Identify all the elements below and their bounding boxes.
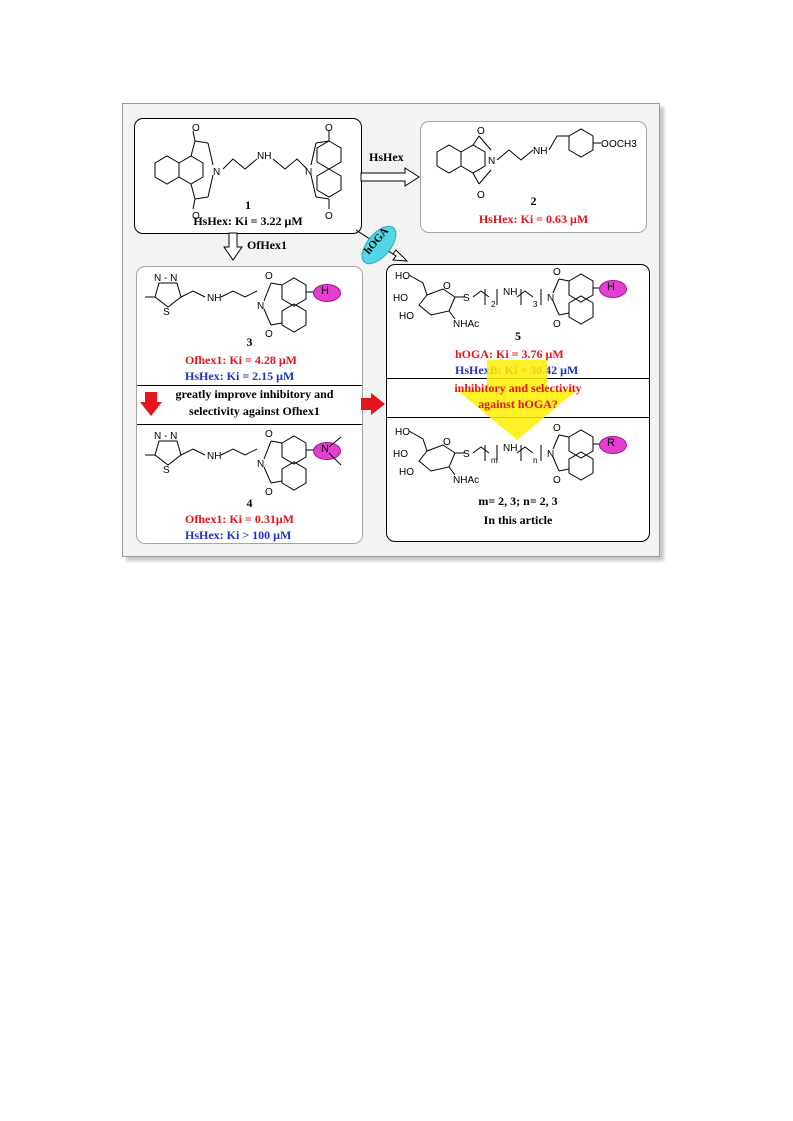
svg-text:O: O bbox=[601, 139, 609, 150]
svg-text:m: m bbox=[491, 456, 498, 465]
svg-text:N - N: N - N bbox=[154, 431, 177, 442]
compound-2-activity: HsHex: Ki = 0.63 μM bbox=[478, 212, 589, 226]
svg-text:O: O bbox=[553, 267, 561, 278]
svg-text:O: O bbox=[443, 281, 451, 292]
svg-text:S: S bbox=[163, 465, 170, 476]
svg-text:O: O bbox=[265, 487, 273, 498]
svg-text:N: N bbox=[488, 156, 495, 167]
svg-text:NH: NH bbox=[503, 287, 517, 298]
svg-text:O: O bbox=[325, 123, 333, 134]
svg-text:HO: HO bbox=[399, 311, 414, 322]
compound-2-structure: O O N NH O OCH3 bbox=[436, 126, 637, 201]
arrow-to-compound-3-label: OfHex1 bbox=[247, 238, 287, 252]
svg-text:O: O bbox=[265, 271, 273, 282]
svg-text:N - N: N - N bbox=[154, 273, 177, 284]
arrow-to-compound-3 bbox=[223, 232, 243, 261]
improve-statement-line1: greatly improve inhibitory and bbox=[175, 387, 334, 401]
compound-3-activity-hshex: HsHex: Ki = 2.15 μM bbox=[185, 369, 295, 383]
svg-text:HO: HO bbox=[393, 293, 408, 304]
compound-5-number: 5 bbox=[515, 329, 521, 343]
svg-text:NH: NH bbox=[207, 451, 221, 462]
svg-text:HO: HO bbox=[399, 467, 414, 478]
svg-text:N: N bbox=[257, 459, 264, 470]
compound-2-number: 2 bbox=[530, 194, 537, 208]
compound-2-box: O O N NH O OCH3 2 HsHex: Ki = 0.63 μM bbox=[420, 121, 647, 233]
svg-text:S: S bbox=[463, 293, 470, 304]
target-structure: HO HO HO O S NHAc m NH n N O O bbox=[393, 423, 601, 486]
target-range: m= 2, 3; n= 2, 3 bbox=[478, 494, 558, 508]
target-r-badge-label: R bbox=[607, 437, 615, 449]
scheme-frame: O O N NH N O O 1 HsHex: Ki = 3.22 μM O bbox=[122, 103, 660, 557]
svg-text:S: S bbox=[163, 307, 170, 318]
svg-text:NH: NH bbox=[503, 443, 517, 454]
compound-1-box: O O N NH N O O 1 HsHex: Ki = 3.22 μM bbox=[134, 118, 362, 234]
arrow-to-compound-2-label: HsHex bbox=[369, 150, 404, 164]
svg-text:2: 2 bbox=[491, 300, 496, 309]
svg-text:NH: NH bbox=[257, 151, 271, 162]
compound-4-dimethyl-bonds bbox=[328, 436, 342, 466]
compound-4-activity-ofhex1: Ofhex1: Ki = 0.31μM bbox=[185, 512, 294, 526]
svg-text:O: O bbox=[477, 126, 485, 137]
svg-text:O: O bbox=[553, 319, 561, 330]
svg-text:N: N bbox=[547, 449, 554, 460]
compound-4-structure: N - N S NH N O O bbox=[145, 429, 315, 498]
red-right-arrow bbox=[361, 393, 385, 415]
arrow-to-compound-2 bbox=[360, 167, 420, 187]
svg-text:O: O bbox=[265, 429, 273, 440]
svg-text:NH: NH bbox=[207, 293, 221, 304]
svg-text:N: N bbox=[305, 167, 312, 178]
compound-3-activity-ofhex1: Ofhex1: Ki = 4.28 μM bbox=[185, 353, 297, 367]
svg-text:N: N bbox=[213, 167, 220, 178]
yellow-down-arrow bbox=[457, 360, 577, 440]
arrow-to-compound-5 bbox=[355, 229, 409, 262]
target-caption: In this article bbox=[483, 513, 553, 527]
svg-text:S: S bbox=[463, 449, 470, 460]
question-line2: against hOGA? bbox=[478, 397, 558, 411]
compound-5-h-badge-label: H bbox=[607, 281, 615, 293]
compound-4-n-badge-label: N bbox=[321, 443, 329, 455]
compound-4-number: 4 bbox=[246, 496, 253, 510]
improve-statement-line2: selectivity against Ofhex1 bbox=[189, 404, 320, 418]
compound-5-structure: HO HO HO O S NHAc 2 NH 3 N O O bbox=[393, 267, 601, 330]
svg-text:HO: HO bbox=[393, 449, 408, 460]
svg-text:NHAc: NHAc bbox=[453, 475, 479, 486]
compound-5-activity-hoga: hOGA: Ki = 3.76 μM bbox=[455, 347, 564, 361]
compound-5-h-badge bbox=[599, 280, 627, 298]
svg-text:O: O bbox=[553, 475, 561, 486]
improve-statement-band bbox=[137, 385, 362, 425]
svg-text:O: O bbox=[553, 423, 561, 434]
svg-text:O: O bbox=[325, 211, 333, 222]
compound-3-h-badge-label: H bbox=[321, 285, 329, 297]
compound-1-number: 1 bbox=[245, 198, 251, 212]
svg-text:N: N bbox=[547, 293, 554, 304]
compound-4-n-badge bbox=[313, 442, 341, 460]
svg-text:O: O bbox=[192, 123, 200, 134]
svg-text:HO: HO bbox=[395, 427, 410, 438]
svg-text:O: O bbox=[477, 190, 485, 201]
question-line1: inhibitory and selectivity bbox=[454, 381, 582, 395]
compound-1-activity: HsHex: Ki = 3.22 μM bbox=[193, 214, 303, 228]
svg-text:NHAc: NHAc bbox=[453, 319, 479, 330]
compound-3-structure: N - N S NH N O O bbox=[145, 271, 315, 340]
svg-text:NH: NH bbox=[533, 146, 547, 157]
svg-text:n: n bbox=[533, 456, 537, 465]
compound-4-activity-hshex: HsHex: Ki > 100 μM bbox=[185, 528, 292, 542]
svg-text:OCH3: OCH3 bbox=[609, 139, 637, 150]
svg-text:HO: HO bbox=[395, 271, 410, 282]
svg-text:N: N bbox=[257, 301, 264, 312]
svg-text:3: 3 bbox=[533, 300, 538, 309]
compound-3-4-box: N - N S NH N O O H 3 Ofhex1: Ki = 4.28 μ… bbox=[136, 266, 363, 544]
compound-3-number: 3 bbox=[246, 335, 253, 349]
compound-3-h-badge bbox=[313, 284, 341, 302]
red-down-arrow bbox=[140, 392, 162, 416]
compound-1-structure: O O N NH N O O bbox=[154, 123, 342, 222]
svg-text:O: O bbox=[443, 437, 451, 448]
svg-text:O: O bbox=[192, 211, 200, 222]
svg-text:O: O bbox=[265, 329, 273, 340]
target-r-badge bbox=[599, 436, 627, 454]
compound-5-box: HO HO HO O S NHAc 2 NH 3 N O O bbox=[386, 264, 650, 542]
